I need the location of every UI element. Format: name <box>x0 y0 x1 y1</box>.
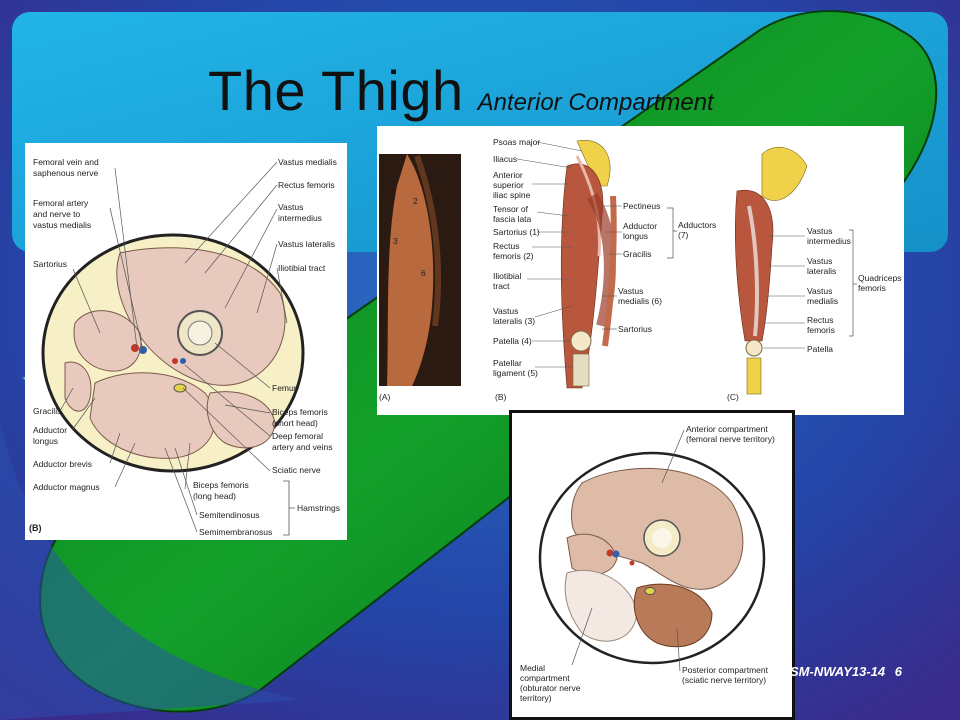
label-biceps-femoris-long: Biceps femoris <box>193 480 249 490</box>
figure-tag-b-top: (B) <box>495 392 507 402</box>
label-vastus: Vastus <box>278 202 303 212</box>
label-adductor-brevis: Adductor brevis <box>33 459 92 469</box>
label-sciatic-territory: (sciatic nerve territory) <box>682 675 766 685</box>
label-medialis-6: medialis (6) <box>618 296 662 306</box>
label-saphenous-nerve: saphenous nerve <box>33 168 98 178</box>
label-c-patella: Patella <box>807 344 833 354</box>
label-fascia-lata: fascia lata <box>493 214 532 224</box>
label-c-intermedius: intermedius <box>807 236 851 246</box>
photo-number-6: 6 <box>421 268 426 278</box>
label-c-vastus-2: Vastus <box>807 256 832 266</box>
label-deep-femoral: Deep femoral <box>272 431 323 441</box>
label-adductor: Adductor <box>33 425 67 435</box>
label-lateralis-3: lateralis (3) <box>493 316 535 326</box>
label-c-lateralis: lateralis <box>807 266 836 276</box>
label-adductors-7: (7) <box>678 230 689 240</box>
label-femoral-artery: Femoral artery <box>33 198 89 208</box>
label-adductor-b: Adductor <box>623 221 657 231</box>
label-sartorius-1: Sartorius (1) <box>493 227 540 237</box>
label-c-vastus-3: Vastus <box>807 286 832 296</box>
figure-tag-c: (C) <box>727 392 739 402</box>
label-quadriceps-femoris: femoris <box>858 283 886 293</box>
figure-thigh-compartments: Anterior compartment (femoral nerve terr… <box>509 410 795 720</box>
photo-number-7: 7 <box>453 202 458 212</box>
label-femoris-2: femoris (2) <box>493 251 534 261</box>
label-adductors: Adductors <box>678 220 716 230</box>
footer-course-code: SM-NWAY13-14 <box>790 664 886 679</box>
label-tract: tract <box>493 281 510 291</box>
label-c-rectus: Rectus <box>807 315 833 325</box>
cross-section-illustration: Femoral vein and saphenous nerve Femoral… <box>29 157 340 537</box>
label-semimembranosus: Semimembranosus <box>199 527 272 537</box>
photo-number-1: 1 <box>437 170 442 180</box>
title-subtitle: Anterior Compartment <box>477 89 714 116</box>
label-adductor-magnus: Adductor magnus <box>33 482 100 492</box>
title-main: The Thigh <box>208 59 464 122</box>
figure-tag-b: (B) <box>29 523 42 533</box>
label-ligament-5: ligament (5) <box>493 368 538 378</box>
label-iliac-spine: iliac spine <box>493 190 531 200</box>
label-intermedius: intermedius <box>278 213 322 223</box>
label-rectus: Rectus <box>493 241 519 251</box>
label-femoral-territory: (femoral nerve territory) <box>686 434 775 444</box>
label-short-head: (short head) <box>272 418 318 428</box>
label-anterior: Anterior <box>493 170 523 180</box>
label-c-vastus-1: Vastus <box>807 226 832 236</box>
label-femur: Femur <box>272 383 297 393</box>
figure-tag-a: (A) <box>379 392 391 402</box>
label-vastus-lateralis: Vastus lateralis <box>278 239 335 249</box>
label-tensor-of: Tensor of <box>493 204 529 214</box>
anterior-muscles-illustration: 1 2 7 3 6 (A) <box>379 137 901 402</box>
label-vastus-medialis-left: vastus medialis <box>33 220 91 230</box>
label-femoral-vein: Femoral vein and <box>33 157 99 167</box>
label-sartorius-b: Sartorius <box>618 324 652 334</box>
label-c-femoris: femoris <box>807 325 835 335</box>
label-c-medialis: medialis <box>807 296 838 306</box>
label-long-head: (long head) <box>193 491 236 501</box>
label-territory: territory) <box>520 693 552 703</box>
label-vastus-medialis: Vastus medialis <box>278 157 337 167</box>
label-vastus-b: Vastus <box>493 306 518 316</box>
label-medial: Medial <box>520 663 545 673</box>
label-iliacus: Iliacus <box>493 154 517 164</box>
label-patella-4: Patella (4) <box>493 336 532 346</box>
label-superior: superior <box>493 180 524 190</box>
label-sartorius: Sartorius <box>33 259 67 269</box>
label-iliotibial: Iliotibial <box>493 271 521 281</box>
label-obturator: (obturator nerve <box>520 683 581 693</box>
figure-anterior-thigh-muscles: 1 2 7 3 6 (A) <box>377 126 904 415</box>
label-posterior-compartment: Posterior compartment <box>682 665 769 675</box>
label-sciatic-nerve: Sciatic nerve <box>272 465 321 475</box>
label-semitendinosus: Semitendinosus <box>199 510 259 520</box>
label-hamstrings: Hamstrings <box>297 503 340 513</box>
label-biceps-femoris-short: Biceps femoris <box>272 407 328 417</box>
figure-thigh-cross-section: Femoral vein and saphenous nerve Femoral… <box>25 143 347 540</box>
slide-footer: SM-NWAY13-14 6 <box>790 664 902 679</box>
label-rectus-femoris: Rectus femoris <box>278 180 335 190</box>
slide-title: The Thigh Anterior Compartment <box>208 58 714 123</box>
label-medial-compartment: compartment <box>520 673 570 683</box>
photo-number-3: 3 <box>393 236 398 246</box>
page-number: 6 <box>894 664 902 679</box>
label-gracilis: Gracilis <box>33 406 61 416</box>
label-quadriceps: Quadriceps <box>858 273 901 283</box>
label-and-nerve-to: and nerve to <box>33 209 81 219</box>
label-artery-and-veins: artery and veins <box>272 442 332 452</box>
label-longus-b: longus <box>623 231 648 241</box>
compartments-illustration: Anterior compartment (femoral nerve terr… <box>520 424 775 703</box>
label-patellar: Patellar <box>493 358 522 368</box>
label-vastus-medialis-b: Vastus <box>618 286 643 296</box>
label-pectineus: Pectineus <box>623 201 660 211</box>
label-psoas-major: Psoas major <box>493 137 540 147</box>
label-gracilis-b: Gracilis <box>623 249 651 259</box>
label-longus: longus <box>33 436 58 446</box>
label-iliotibial-tract: Iliotibial tract <box>278 263 326 273</box>
photo-number-2: 2 <box>413 196 418 206</box>
label-anterior-compartment: Anterior compartment <box>686 424 768 434</box>
